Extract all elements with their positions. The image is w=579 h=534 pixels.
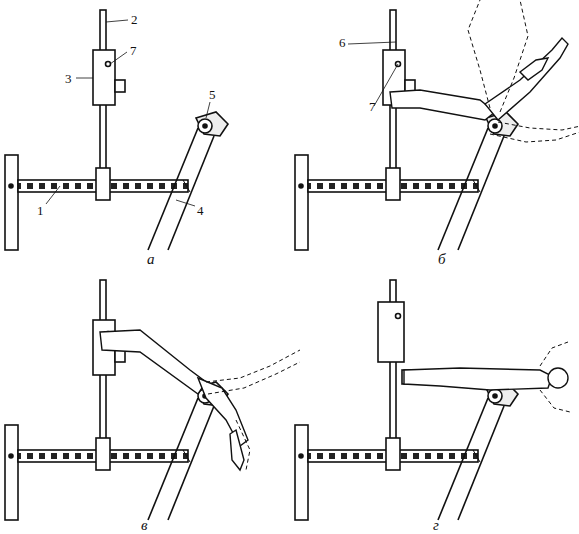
panel-a bbox=[5, 10, 228, 250]
panel-v bbox=[5, 280, 300, 520]
callout-number: 2 bbox=[130, 13, 139, 26]
callout-number: 7 bbox=[129, 44, 138, 57]
callout-number: 1 bbox=[36, 204, 45, 217]
panel-letter: б bbox=[437, 252, 447, 267]
callout-number: 6 bbox=[338, 36, 347, 49]
callout-number: 5 bbox=[208, 88, 217, 101]
panel-g bbox=[295, 280, 570, 520]
panel-b bbox=[295, 0, 579, 250]
panel-letter: в bbox=[140, 518, 149, 533]
callout-number: 4 bbox=[196, 204, 205, 217]
callout-number: 7 bbox=[368, 100, 377, 113]
callout-number: 3 bbox=[64, 72, 73, 85]
panel-letter: а bbox=[146, 252, 156, 267]
panel-letter: г bbox=[432, 518, 440, 533]
